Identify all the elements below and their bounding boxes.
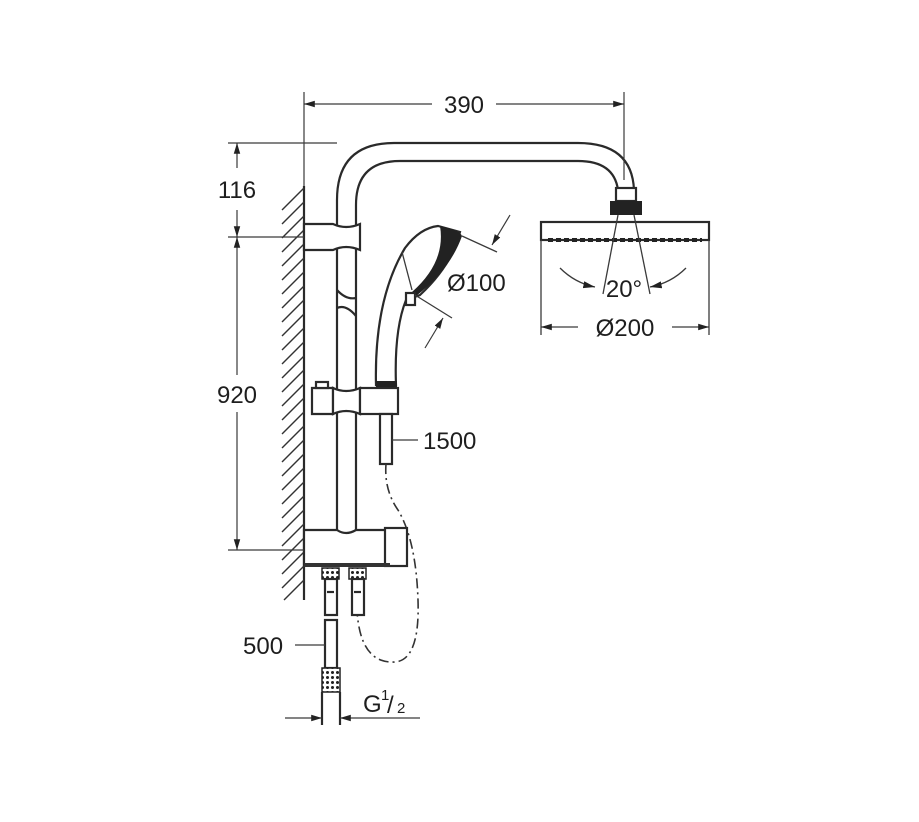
dimension-116: 116	[218, 142, 337, 238]
label-hand-shower-diameter: Ø100	[447, 270, 506, 297]
dimension-head-shower-diameter: Ø200	[541, 315, 709, 342]
riser-pipe	[335, 141, 636, 535]
supply-hose	[320, 618, 342, 725]
label-thread-num: 1	[381, 687, 389, 704]
label-thread-g: G	[363, 691, 382, 718]
shower-hose	[356, 412, 419, 663]
bottom-fixture	[302, 526, 409, 617]
label-116: 116	[218, 177, 256, 204]
dimension-hand-shower-diameter: Ø100	[414, 214, 511, 349]
wall-hatching	[281, 187, 305, 601]
wall	[281, 186, 306, 601]
dimension-head-shower-angle: 20°	[606, 276, 642, 303]
label-920: 920	[217, 382, 257, 409]
hand-shower	[374, 224, 462, 387]
label-angle: 20°	[606, 276, 642, 303]
label-390: 390	[444, 92, 484, 119]
dimension-500: 500	[243, 633, 325, 660]
head-shower	[539, 186, 711, 335]
dimension-390: 390	[303, 92, 625, 186]
dimension-thread: G 1 / 2	[285, 687, 420, 722]
label-thread-slash: /	[387, 692, 394, 719]
label-500: 500	[243, 633, 283, 660]
label-head-shower-diameter: Ø200	[596, 315, 655, 342]
slider-bracket	[310, 380, 400, 416]
label-1500: 1500	[423, 428, 476, 455]
dimension-1500: 1500	[392, 428, 476, 455]
dimension-920: 920	[217, 237, 304, 551]
label-thread-den: 2	[397, 700, 405, 717]
top-wall-bracket	[302, 222, 362, 252]
